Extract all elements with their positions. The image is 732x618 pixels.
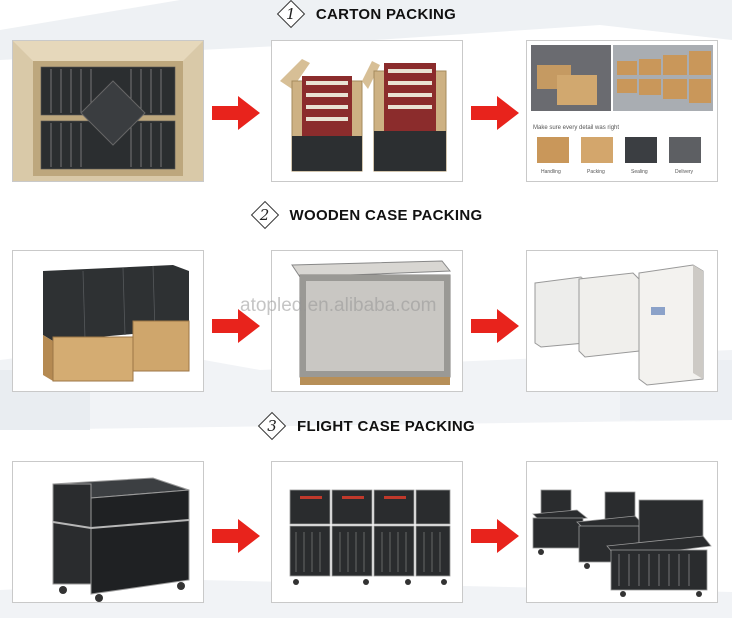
- section-title-text: CARTON PACKING: [315, 5, 457, 23]
- photo-wooden-cases-group: [526, 250, 718, 392]
- red-right-arrow-icon: [471, 519, 519, 553]
- photo-carton-modules: [12, 40, 204, 182]
- photo-flight-case-closed: [12, 461, 204, 603]
- diamond-number-badge: 2: [250, 200, 280, 230]
- photo-wooden-case-closed: [271, 250, 463, 392]
- carton-step-label: Packing: [587, 169, 605, 175]
- red-right-arrow-icon: [471, 309, 519, 343]
- red-right-arrow-icon: [212, 519, 260, 553]
- carton-step-label: Handling: [541, 169, 561, 175]
- photo-carton-boxes-open: [271, 40, 463, 182]
- photo-wooden-base: [12, 250, 204, 392]
- carton-step-label: Sealing: [631, 169, 648, 175]
- diamond-number-badge: 1: [276, 0, 306, 29]
- carton-detail-heading: Make sure every detail was right: [533, 125, 620, 131]
- photo-flight-cases-open-row: [271, 461, 463, 603]
- section-number: 2: [259, 206, 270, 224]
- red-right-arrow-icon: [471, 96, 519, 130]
- carton-step-label: Delivery: [675, 169, 694, 175]
- section-title-text: FLIGHT CASE PACKING: [297, 417, 475, 435]
- section-number: 1: [286, 5, 296, 23]
- red-right-arrow-icon: [212, 309, 260, 343]
- section-title-flight: 3 FLIGHT CASE PACKING: [0, 411, 732, 441]
- diamond-number-badge: 3: [257, 411, 287, 441]
- section-title-wooden: 2 WOODEN CASE PACKING: [0, 200, 732, 230]
- watermark-text: atopled.en.alibaba.com: [240, 295, 437, 316]
- photo-flight-cases-open-angled: [526, 461, 718, 603]
- section-number: 3: [267, 417, 277, 435]
- section-title-text: WOODEN CASE PACKING: [289, 206, 483, 224]
- section-title-carton: 1 CARTON PACKING: [0, 0, 732, 29]
- red-right-arrow-icon: [212, 96, 260, 130]
- photo-carton-warehouse: Make sure every detail was right Handlin…: [526, 40, 718, 182]
